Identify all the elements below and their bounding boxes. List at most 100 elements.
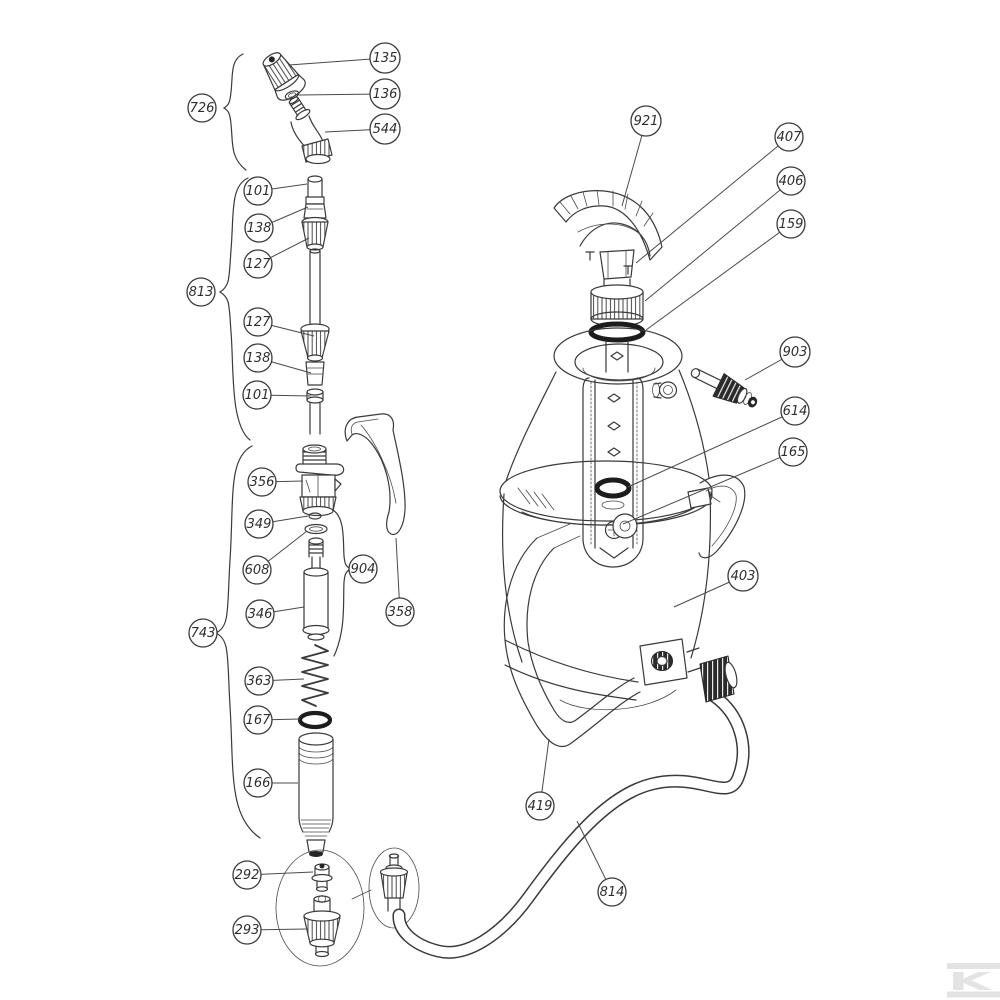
callout-903: 903 xyxy=(744,336,811,381)
callout-label-293: 293 xyxy=(235,923,260,938)
callout-bubble-138 xyxy=(244,213,274,243)
callout-358: 358 xyxy=(385,537,415,627)
callout-label-159: 159 xyxy=(779,217,804,232)
callout-814: 814 xyxy=(576,820,627,907)
callout-label-813: 813 xyxy=(189,285,214,300)
valve-body-356 xyxy=(295,444,345,517)
callout-403: 403 xyxy=(673,560,759,608)
callout-167: 167 xyxy=(243,705,301,735)
strap-wing xyxy=(698,474,746,559)
trigger-lever-358 xyxy=(344,413,406,536)
callout-101: 101 xyxy=(242,380,312,410)
callout-813: 813 xyxy=(186,277,216,307)
hose-nut xyxy=(699,655,738,703)
callout-label-544: 544 xyxy=(373,122,398,137)
callout-label-608: 608 xyxy=(245,563,270,578)
brace-813 xyxy=(218,177,251,441)
callout-904: 904 xyxy=(348,554,378,584)
callout-bubble-419 xyxy=(525,791,555,821)
leader-line-407 xyxy=(635,136,790,264)
o-ring-349 xyxy=(308,512,322,520)
piston-seal-614 xyxy=(594,477,632,499)
callout-bubble-356 xyxy=(247,467,277,497)
elbow-544 xyxy=(288,96,333,165)
tank-body xyxy=(501,491,712,711)
spring-363 xyxy=(301,644,329,707)
callout-127: 127 xyxy=(243,237,310,279)
callout-bubble-903 xyxy=(779,336,811,368)
callout-608: 608 xyxy=(242,530,308,585)
tank-mouth xyxy=(553,327,683,385)
callout-bubble-136 xyxy=(369,78,401,110)
leader-line-165 xyxy=(622,451,794,525)
safety-valve-903 xyxy=(690,368,758,408)
hose-connector-swivel xyxy=(368,847,420,929)
callout-bubble-127 xyxy=(243,307,273,337)
o-ring-159 xyxy=(588,321,646,343)
callout-bubble-167 xyxy=(243,705,273,735)
k-logo-letter: K xyxy=(948,967,995,996)
callout-label-407: 407 xyxy=(777,130,803,145)
callout-bubble-814 xyxy=(597,877,627,907)
callout-bubble-407 xyxy=(774,122,804,152)
callout-bubble-166 xyxy=(243,768,273,798)
brace-904 xyxy=(332,509,351,657)
callout-419: 419 xyxy=(525,738,555,821)
callout-bubble-165 xyxy=(778,437,808,467)
callout-label-921: 921 xyxy=(634,114,659,129)
callout-bubble-293 xyxy=(232,915,262,945)
callout-101: 101 xyxy=(243,176,308,206)
callout-bubble-726 xyxy=(187,93,217,123)
pump-handle-921 xyxy=(553,189,663,280)
callout-138: 138 xyxy=(243,343,312,374)
callout-165: 165 xyxy=(622,437,808,525)
callout-726: 726 xyxy=(187,93,217,123)
callout-bubble-743 xyxy=(188,618,218,648)
callout-label-101: 101 xyxy=(246,184,271,199)
callout-label-166: 166 xyxy=(246,776,271,791)
callout-bubble-904 xyxy=(348,554,378,584)
leader-line-614 xyxy=(627,410,796,488)
callout-166: 166 xyxy=(243,768,298,798)
callout-label-292: 292 xyxy=(235,868,260,883)
callout-label-165: 165 xyxy=(781,445,806,460)
valve-housing-166 xyxy=(298,732,334,857)
callout-label-358: 358 xyxy=(388,605,413,620)
side-plug xyxy=(652,381,678,399)
callout-label-743: 743 xyxy=(191,626,216,641)
shoulder-strap xyxy=(503,523,641,748)
callout-bubble-101 xyxy=(243,176,273,206)
callout-135: 135 xyxy=(288,42,401,74)
callout-bubble-608 xyxy=(242,555,272,585)
o-ring-167 xyxy=(297,710,333,730)
callout-label-346: 346 xyxy=(248,607,273,622)
brace-726 xyxy=(222,53,247,171)
callout-bubble-349 xyxy=(244,509,274,539)
tank-flange xyxy=(499,460,721,539)
callout-363: 363 xyxy=(244,666,305,696)
callout-label-403: 403 xyxy=(731,569,756,584)
callout-bubble-921 xyxy=(630,105,662,137)
callout-label-904: 904 xyxy=(351,562,376,577)
callout-label-101: 101 xyxy=(245,388,270,403)
filter-346 xyxy=(302,537,330,641)
callout-bubble-159 xyxy=(776,209,806,239)
callout-label-406: 406 xyxy=(779,174,804,189)
lance-upper-assembly xyxy=(300,175,330,435)
callout-136: 136 xyxy=(298,78,401,110)
callout-label-363: 363 xyxy=(247,674,272,689)
callout-layer: 1351365447261011381278131271381013563496… xyxy=(186,42,811,945)
callout-bubble-363 xyxy=(244,666,274,696)
callout-label-167: 167 xyxy=(246,713,272,728)
callout-bubble-403 xyxy=(727,560,759,592)
callout-407: 407 xyxy=(635,122,804,264)
leader-line-406 xyxy=(644,180,792,302)
callout-label-138: 138 xyxy=(247,221,272,236)
callout-bubble-544 xyxy=(369,113,401,145)
callout-921: 921 xyxy=(621,105,662,207)
callout-159: 159 xyxy=(645,209,806,331)
callout-label-135: 135 xyxy=(373,51,398,66)
hose xyxy=(392,689,750,959)
callout-label-419: 419 xyxy=(528,799,553,814)
